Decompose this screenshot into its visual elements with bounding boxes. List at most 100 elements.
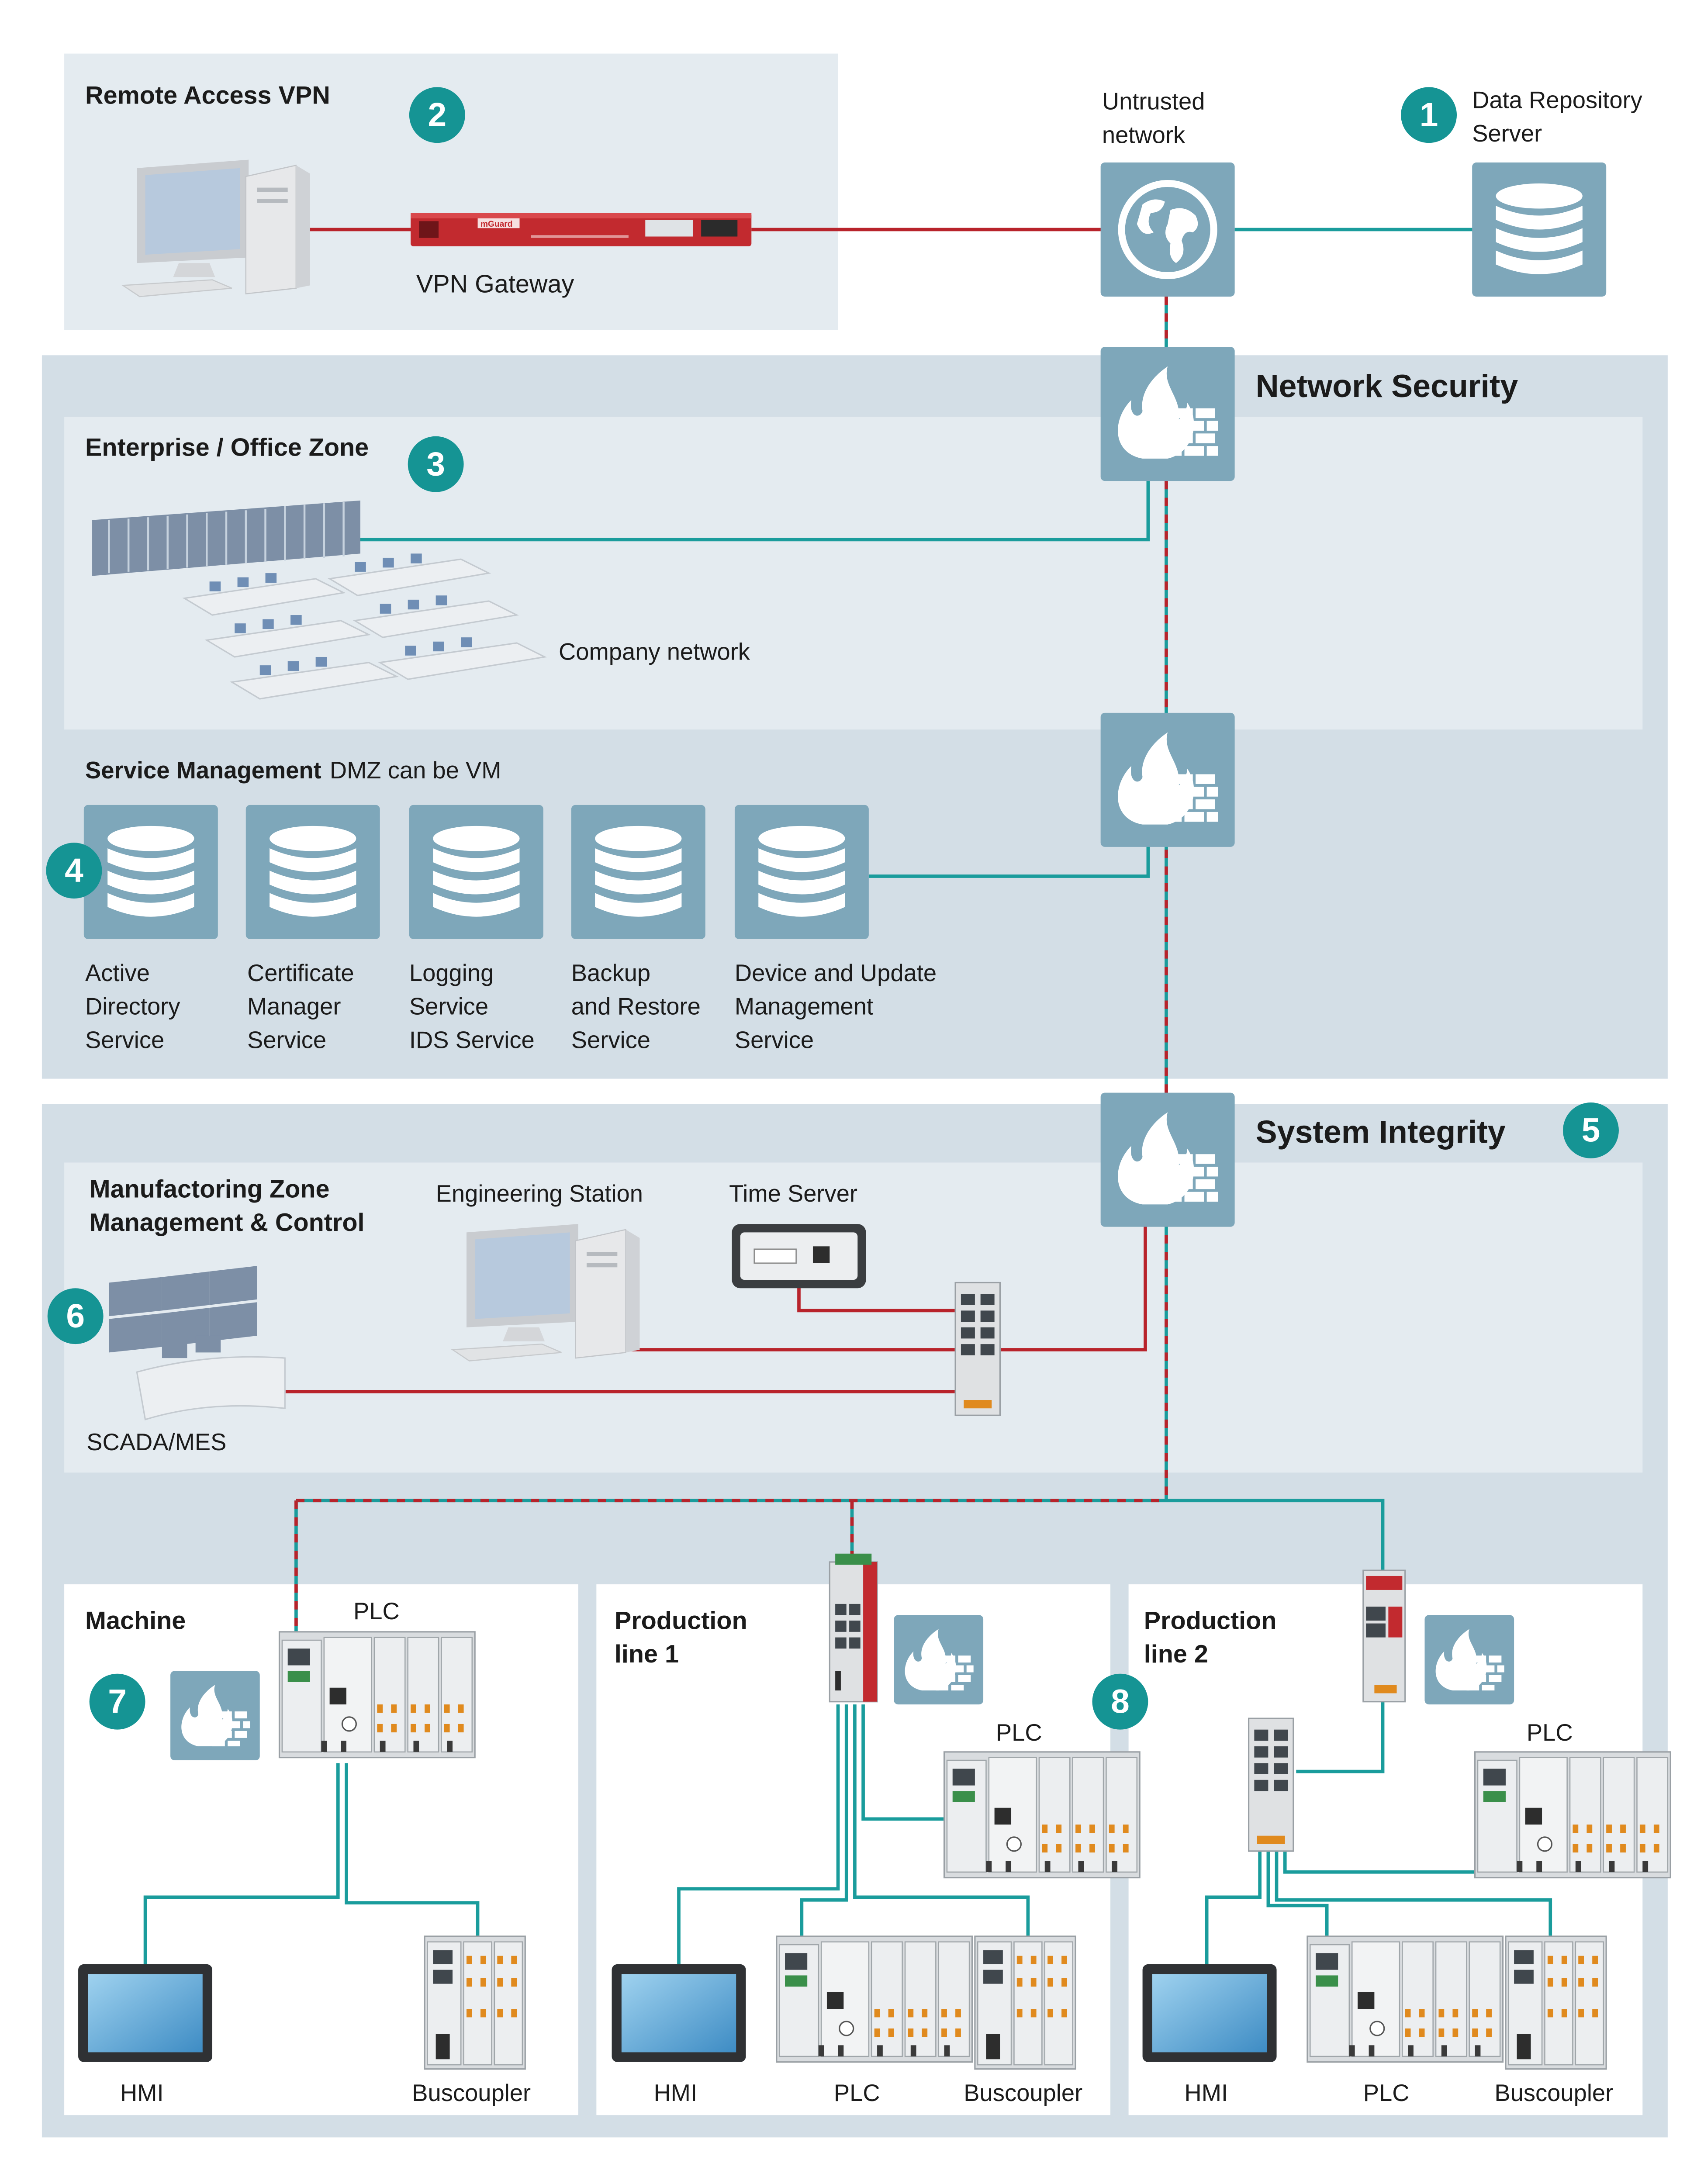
hmi-device-icon	[612, 1964, 746, 2062]
managed-switch-icon	[1248, 1717, 1294, 1852]
badge-number: 3	[426, 446, 445, 483]
badge-number: 8	[1111, 1683, 1130, 1720]
badge-number: 7	[108, 1683, 127, 1720]
service-label-active-directory: Active Directory Service	[85, 960, 180, 1053]
service-label-line1: Backup	[571, 960, 650, 986]
service-label-line2: Service	[409, 993, 488, 1020]
gateway-brand-label: mGuard	[480, 220, 513, 229]
badge-number: 5	[1582, 1112, 1600, 1149]
production-line-2-hmi-label: HMI	[1185, 2080, 1228, 2106]
managed-switch-icon	[954, 1282, 1001, 1416]
company-network-label: Company network	[559, 638, 750, 665]
service-label-line1: Active	[85, 960, 150, 986]
badge-7: 7	[89, 1673, 145, 1730]
badge-number: 6	[66, 1298, 85, 1335]
service-label-line2: Management	[735, 993, 873, 1020]
production-line-1-title-line1: Production	[615, 1607, 747, 1635]
firewall-icon	[1424, 1615, 1514, 1705]
plc-device-icon	[776, 1935, 973, 2063]
production-line-1-plc-label: PLC	[834, 2080, 880, 2106]
manufacturing-zone-title-line1: Manufactoring Zone	[90, 1175, 330, 1203]
badge-5: 5	[1563, 1102, 1619, 1158]
badge-3: 3	[408, 436, 464, 492]
machine-plc-label: PLC	[353, 1598, 400, 1624]
badge-2: 2	[409, 87, 465, 143]
service-label-line2: Directory	[85, 993, 180, 1020]
data-repository-label-line2: Server	[1472, 120, 1542, 147]
network-security-title: Network Security	[1256, 368, 1518, 404]
service-label-line3: Service	[247, 1026, 326, 1053]
buscoupler-device-icon	[424, 1935, 526, 2070]
badge-number: 4	[65, 852, 83, 889]
badge-4: 4	[46, 843, 102, 899]
service-label-line3: IDS Service	[409, 1026, 535, 1053]
service-label-line3: Service	[571, 1026, 650, 1053]
database-icon	[734, 805, 869, 939]
buscoupler-device-icon	[1505, 1935, 1607, 2070]
server-rack-icon	[92, 500, 360, 576]
production-line-2-title-line2: line 2	[1144, 1640, 1208, 1668]
production-line-2-plc-top-label: PLC	[1527, 1719, 1573, 1746]
vpn-gateway-device	[411, 213, 752, 246]
service-label-device-update-management: Device and Update Management Service	[735, 960, 937, 1053]
production-line-1-plc-top-label: PLC	[996, 1719, 1042, 1746]
time-server-device	[732, 1224, 866, 1289]
scada-control-room-illustration	[109, 1266, 286, 1420]
connection-lines	[143, 228, 1552, 1964]
database-icon	[571, 805, 705, 939]
machine-buscoupler-label: Buscoupler	[412, 2080, 531, 2106]
database-icon	[245, 805, 380, 939]
service-label-line1: Logging	[409, 960, 494, 986]
machine-title: Machine	[85, 1607, 186, 1635]
engineering-station-label: Engineering Station	[436, 1180, 643, 1207]
badge-number: 2	[428, 97, 446, 134]
time-server-label: Time Server	[729, 1180, 857, 1207]
production-line-2-plc-label: PLC	[1363, 2080, 1410, 2106]
buscoupler-device-icon	[974, 1935, 1076, 2070]
service-label-backup-restore: Backup and Restore Service	[571, 960, 701, 1053]
firewall-icon	[1100, 712, 1235, 847]
firewall-icon	[1100, 347, 1235, 481]
service-management-title-bold: Service Management	[85, 757, 321, 784]
remote-access-title: Remote Access VPN	[85, 82, 330, 110]
database-icon	[409, 805, 543, 939]
production-line-1-title-line2: line 1	[615, 1640, 679, 1668]
security-router-device	[1362, 1569, 1406, 1703]
system-integrity-title: System Integrity	[1256, 1114, 1506, 1150]
office-desks-illustration	[182, 553, 547, 700]
production-line-1-buscoupler-label: Buscoupler	[964, 2080, 1082, 2106]
service-management-title: Service Management DMZ can be VM	[85, 757, 501, 784]
security-router-device	[829, 1553, 878, 1703]
service-management-title-rest: DMZ can be VM	[330, 757, 501, 784]
manufacturing-zone-title-line2: Management & Control	[90, 1209, 365, 1237]
service-label-line2: and Restore	[571, 993, 701, 1020]
plc-device-icon	[1474, 1751, 1671, 1879]
database-server-icon	[1472, 162, 1607, 297]
plc-device-icon	[1307, 1935, 1504, 2063]
manufacturing-zone-panel	[64, 1162, 1643, 1473]
service-label-certificate-manager: Certificate Manager Service	[247, 960, 354, 1053]
hmi-device-icon	[1142, 1964, 1277, 2062]
badge-1: 1	[1401, 87, 1457, 143]
machine-hmi-label: HMI	[120, 2080, 164, 2106]
service-label-line1: Certificate	[247, 960, 354, 986]
production-line-2-title-line1: Production	[1144, 1607, 1277, 1635]
hmi-device-icon	[78, 1964, 213, 2062]
enterprise-zone-title: Enterprise / Office Zone	[85, 434, 369, 462]
data-repository-label-line1: Data Repository	[1472, 86, 1642, 113]
production-line-1-hmi-label: HMI	[653, 2080, 697, 2106]
globe-icon	[1101, 162, 1235, 297]
firewall-icon	[170, 1671, 260, 1761]
untrusted-network-label-line2: network	[1102, 121, 1186, 148]
database-icon	[83, 805, 218, 939]
service-label-line3: Service	[735, 1026, 814, 1053]
firewall-icon	[1100, 1092, 1235, 1227]
service-label-line1: Device and Update	[735, 960, 937, 986]
badge-8: 8	[1092, 1673, 1148, 1730]
service-label-logging: Logging Service IDS Service	[409, 960, 535, 1053]
badge-6: 6	[47, 1288, 104, 1344]
service-label-line2: Manager	[247, 993, 341, 1020]
firewall-icon	[894, 1615, 984, 1705]
